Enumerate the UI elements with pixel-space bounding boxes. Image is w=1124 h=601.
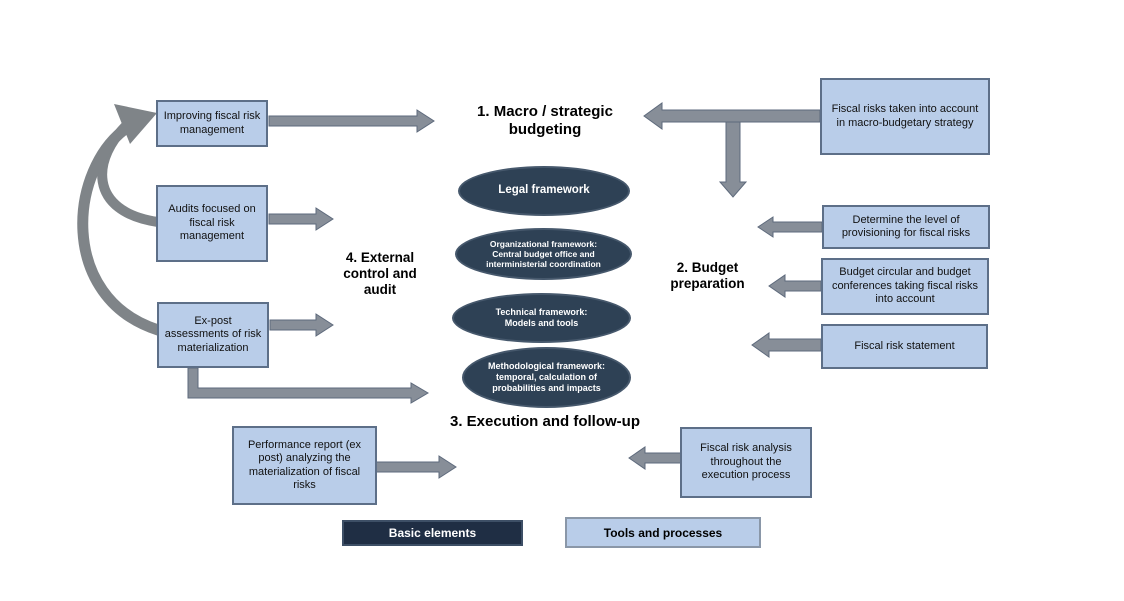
box-fiscal-risk-analysis: Fiscal risk analysis throughout the exec… [680, 427, 812, 498]
box-determine-provisioning: Determine the level of provisioning for … [822, 205, 990, 249]
stage-title-budget-preparation: 2. Budget preparation [670, 260, 745, 292]
ellipse-organizational-framework: Organizational framework: Central budget… [455, 228, 632, 280]
box-fiscal-risks-macro-strategy: Fiscal risks taken into account in macro… [820, 78, 990, 155]
ellipse-technical-framework: Technical framework: Models and tools [452, 293, 631, 343]
arrow-improving-to-macro [268, 109, 435, 133]
box-audits-focused-on-fiscal-risk: Audits focused on fiscal risk management [156, 185, 268, 262]
arrow-statement-to-budget [751, 332, 822, 358]
arrow-expost-to-external [269, 313, 334, 337]
box-fiscal-risk-statement: Fiscal risk statement [821, 324, 988, 369]
ellipse-legal-framework: Legal framework [458, 166, 630, 216]
box-performance-report: Performance report (ex post) analyzing t… [232, 426, 377, 505]
stage-title-external-control-audit: 4. External control and audit [343, 250, 417, 298]
curved-arrowhead-icon [114, 104, 157, 144]
box-improving-fiscal-risk-management: Improving fiscal risk management [156, 100, 268, 147]
curved-arrow-expost-to-improving [77, 121, 164, 336]
legend-basic-elements: Basic elements [342, 520, 523, 546]
arrow-expost-to-execution-elbow [187, 367, 429, 404]
legend-tools-and-processes: Tools and processes [565, 517, 761, 548]
stage-title-macro-strategic-budgeting: 1. Macro / strategic budgeting [477, 103, 613, 138]
curved-arrow-audits-to-improving [97, 117, 163, 227]
arrow-circular-to-budget [768, 274, 822, 298]
box-budget-circular-conferences: Budget circular and budget conferences t… [821, 258, 989, 315]
box-expost-assessments: Ex-post assessments of risk materializat… [157, 302, 269, 368]
arrow-audits-to-external [268, 207, 334, 231]
arrow-performance-to-execution [375, 455, 457, 479]
ellipse-methodological-framework: Methodological framework: temporal, calc… [462, 347, 631, 408]
arrow-analysis-to-execution [628, 446, 682, 470]
arrow-fiscalrisks-to-macro [643, 102, 821, 130]
arrow-determine-to-budget [757, 216, 823, 238]
stage-title-execution-follow-up: 3. Execution and follow-up [449, 413, 640, 430]
arrow-branch-to-budget-preparation [718, 111, 748, 198]
